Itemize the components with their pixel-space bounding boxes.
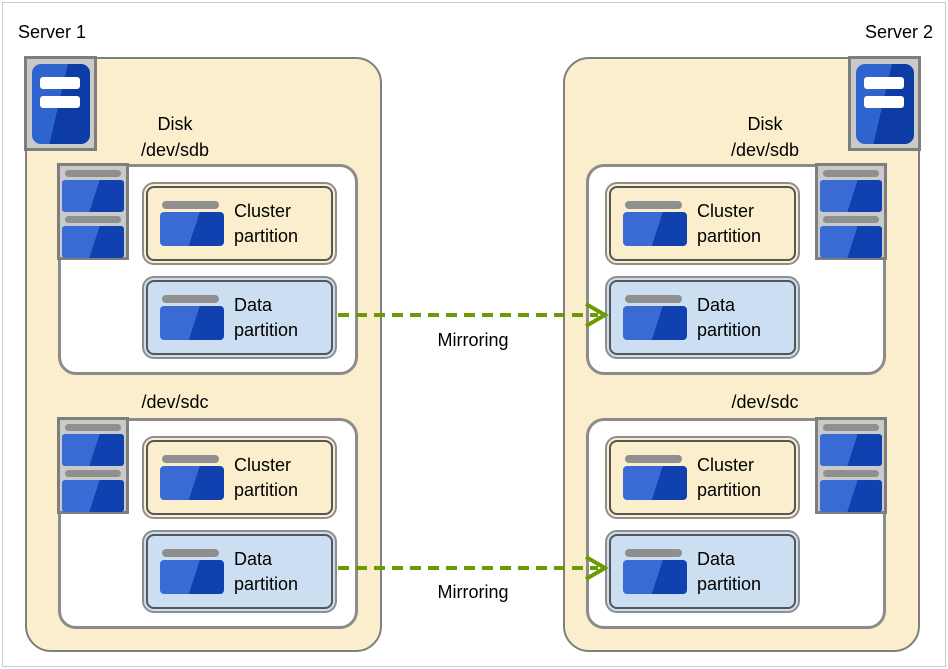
disk-partition-icon [623, 455, 687, 500]
server-slot [864, 77, 904, 89]
partition-label: Cluster partition [234, 200, 299, 246]
disk-title-line: /dev/sdc [141, 392, 209, 412]
server1-sdb-data-partition: Data partition [142, 276, 337, 359]
partition-inner: Data partition [146, 534, 333, 609]
disk-platter-bar [823, 424, 879, 431]
disk-title-line: /dev/sdb [730, 140, 800, 160]
disk-partition-icon [160, 455, 224, 500]
disk-glyph [623, 560, 687, 594]
disk-platter-bar [162, 549, 219, 557]
mirroring-label: Mirroring [437, 330, 509, 350]
disk-title-line: Disk [157, 114, 193, 134]
partition-inner: Cluster partition [609, 186, 796, 261]
disk-platter-bar [65, 216, 121, 223]
server2-label: Server 2 [864, 22, 933, 42]
disk-glyph [62, 480, 124, 512]
server1-disk-sdc: Cluster partition Data partition [57, 417, 358, 629]
server-tower-icon [848, 56, 921, 151]
disk-platter-bar [823, 170, 879, 177]
server-slot [40, 96, 80, 108]
disk-glyph [160, 306, 224, 340]
partition-inner: Data partition [609, 280, 796, 355]
server2-sdb-data-partition: Data partition [605, 276, 800, 359]
partition-inner: Data partition [609, 534, 796, 609]
server1-label: Server 1 [18, 22, 87, 42]
partition-label: Cluster partition [697, 200, 762, 246]
server1-disk-sdb: Cluster partition Data partition [57, 163, 358, 375]
disk-stack-icon [815, 417, 887, 514]
disk-platter-bar [625, 201, 682, 209]
partition-label: Cluster partition [234, 454, 299, 500]
disk-glyph [623, 306, 687, 340]
disk-platter-bar [823, 216, 879, 223]
partition-label: Data partition [234, 548, 299, 594]
partition-inner: Cluster partition [146, 186, 333, 261]
disk-stack-icon [815, 163, 887, 260]
disk-platter-bar [162, 295, 219, 303]
disk-platter-bar [65, 470, 121, 477]
disk-partition-icon [160, 549, 224, 594]
disk-platter-bar [625, 295, 682, 303]
disk-platter-bar [162, 201, 219, 209]
server1-sdc-cluster-partition: Cluster partition [142, 436, 337, 519]
disk-sdb-title: Disk /dev/sdb [665, 111, 865, 163]
disk-glyph [62, 434, 124, 466]
disk-glyph [623, 466, 687, 500]
disk-stack-icon [57, 417, 129, 514]
disk-sdc-title: /dev/sdc [665, 389, 865, 415]
server-tower-icon [24, 56, 97, 151]
disk-title-line: /dev/sdc [731, 392, 799, 412]
server2-container: Disk /dev/sdb Cluster partition [563, 56, 921, 652]
partition-label: Cluster partition [697, 454, 762, 500]
disk-platter-bar [65, 424, 121, 431]
disk-partition-icon [160, 295, 224, 340]
server-tower [32, 64, 90, 144]
server2-sdc-cluster-partition: Cluster partition [605, 436, 800, 519]
partition-label: Data partition [234, 294, 299, 340]
partition-inner: Cluster partition [609, 440, 796, 515]
disk-glyph [820, 226, 882, 258]
disk-platter-bar [625, 549, 682, 557]
server2-disk-sdb: Cluster partition Data partition [586, 163, 887, 375]
disk-glyph [62, 226, 124, 258]
disk-glyph [160, 212, 224, 246]
disk-glyph [820, 434, 882, 466]
disk-glyph [160, 466, 224, 500]
server-tower [856, 64, 914, 144]
server-slot [864, 96, 904, 108]
disk-glyph [160, 560, 224, 594]
disk-partition-icon [623, 201, 687, 246]
disk-partition-icon [160, 201, 224, 246]
disk-sdb-title: Disk /dev/sdb [75, 111, 275, 163]
server-slot [40, 77, 80, 89]
server1-sdc-data-partition: Data partition [142, 530, 337, 613]
disk-platter-bar [823, 470, 879, 477]
disk-glyph [62, 180, 124, 212]
mirroring-label: Mirroring [437, 582, 509, 602]
server1-container: Disk /dev/sdb Cluster partition [24, 56, 382, 652]
disk-glyph [820, 180, 882, 212]
partition-label: Data partition [697, 548, 762, 594]
disk-partition-icon [623, 295, 687, 340]
server2-disk-sdc: Cluster partition Data partition [586, 417, 887, 629]
disk-sdc-title: /dev/sdc [75, 389, 275, 415]
disk-stack-icon [57, 163, 129, 260]
disk-title-line: /dev/sdb [140, 140, 210, 160]
disk-partition-icon [623, 549, 687, 594]
disk-glyph [623, 212, 687, 246]
disk-glyph [820, 480, 882, 512]
partition-inner: Data partition [146, 280, 333, 355]
partition-inner: Cluster partition [146, 440, 333, 515]
disk-platter-bar [65, 170, 121, 177]
server1-sdb-cluster-partition: Cluster partition [142, 182, 337, 265]
server2-sdb-cluster-partition: Cluster partition [605, 182, 800, 265]
server2-sdc-data-partition: Data partition [605, 530, 800, 613]
disk-platter-bar [625, 455, 682, 463]
disk-title-line: Disk [747, 114, 783, 134]
partition-label: Data partition [697, 294, 762, 340]
disk-platter-bar [162, 455, 219, 463]
